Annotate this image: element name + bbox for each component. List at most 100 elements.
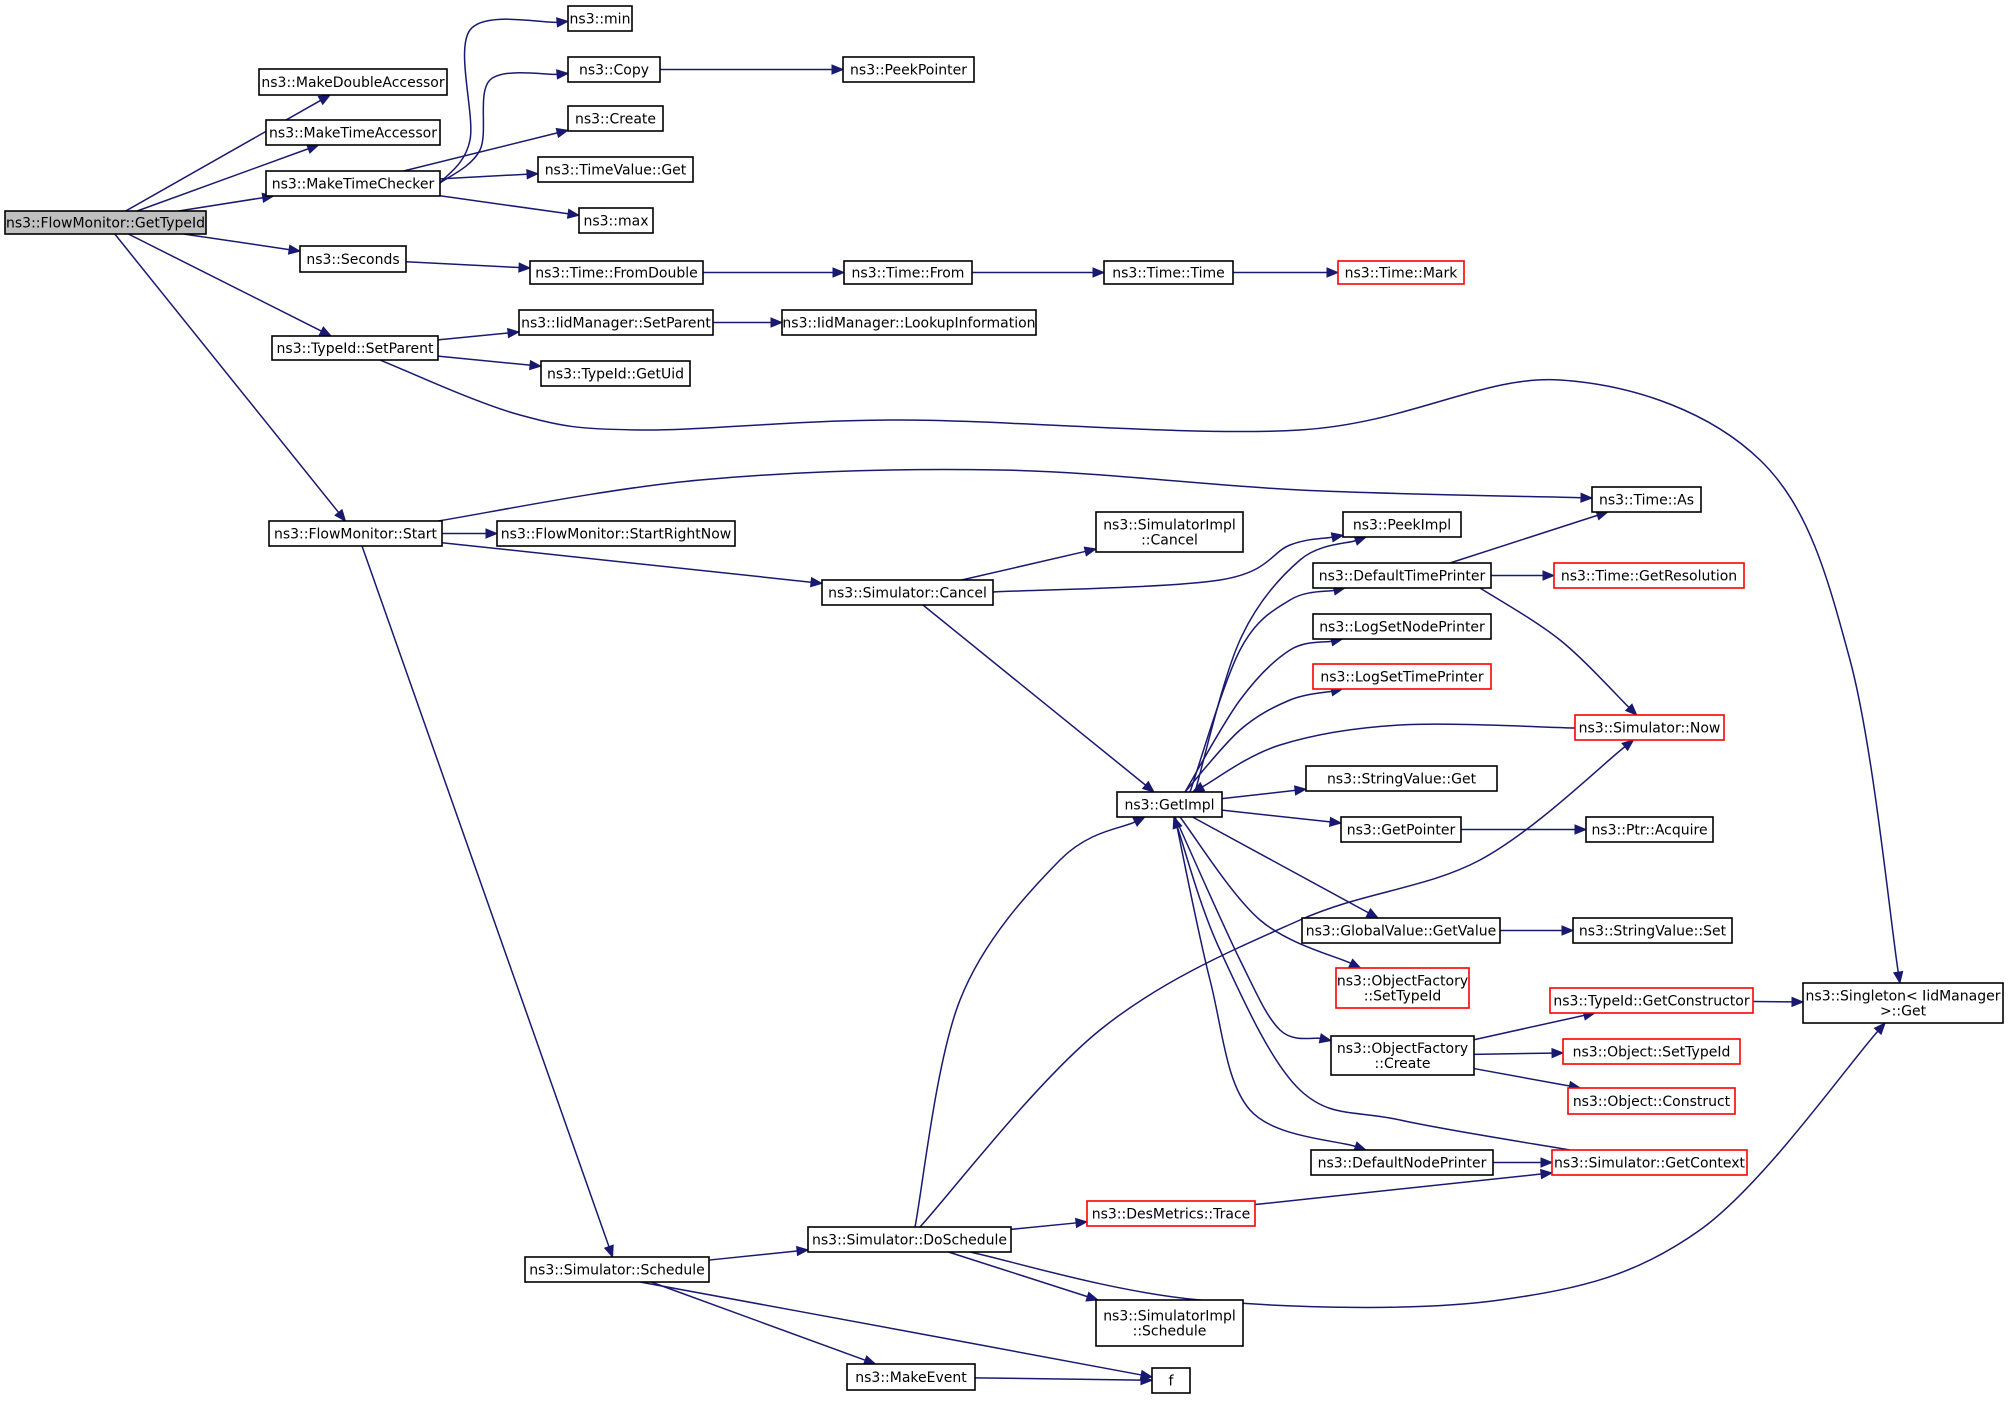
- node-mark[interactable]: ns3::Time::Mark: [1337, 260, 1465, 285]
- node-logsetnode[interactable]: ns3::LogSetNodePrinter: [1312, 613, 1492, 640]
- node-label: ns3::PeekPointer: [850, 63, 967, 79]
- node-getpointer[interactable]: ns3::GetPointer: [1340, 816, 1462, 843]
- node-box: [1802, 982, 2004, 1024]
- node-label: ::Cancel: [1141, 533, 1198, 549]
- edge-line: [708, 1250, 798, 1261]
- node-simnow[interactable]: ns3::Simulator::Now: [1574, 714, 1725, 741]
- edge-line: [919, 746, 1626, 1228]
- node-simcancel[interactable]: ns3::Simulator::Cancel: [821, 579, 994, 606]
- node-box: [537, 156, 694, 183]
- edge-arrowhead: [485, 528, 499, 539]
- node-doschedule[interactable]: ns3::Simulator::DoSchedule: [807, 1226, 1012, 1253]
- node-singleton[interactable]: ns3::Singleton< IidManager >::Get: [1802, 982, 2004, 1024]
- node-box: [1549, 987, 1754, 1014]
- node-copy[interactable]: ns3::Copy: [567, 56, 661, 83]
- edge-seconds-to-fromdouble: [405, 260, 532, 273]
- node-box: [265, 170, 441, 197]
- node-mktimeacc[interactable]: ns3::MakeTimeAccessor: [265, 119, 441, 146]
- node-defnodeprinter[interactable]: ns3::DefaultNodePrinter: [1310, 1149, 1494, 1176]
- node-svset[interactable]: ns3::StringValue::Set: [1572, 917, 1733, 944]
- node-box: [496, 520, 736, 547]
- edge-line: [1174, 816, 1356, 1148]
- node-tsetparent[interactable]: ns3::TypeId::SetParent: [271, 335, 439, 361]
- edge-mktimechk-to-max: [439, 194, 581, 219]
- node-tvget[interactable]: ns3::TimeValue::Get: [537, 156, 694, 183]
- node-box: [567, 5, 633, 32]
- node-label: ns3::Create: [575, 112, 656, 128]
- node-label: >::Get: [1880, 1004, 1927, 1020]
- edge-line: [914, 821, 1136, 1228]
- edge-arrowhead: [317, 94, 332, 106]
- edge-schedule-to-makeevent: [650, 1281, 877, 1365]
- edge-simcancel-to-peekimpl: [992, 532, 1345, 593]
- node-lookup[interactable]: ns3::IidManager::LookupInformation: [781, 309, 1037, 336]
- node-fromdouble[interactable]: ns3::Time::FromDouble: [529, 260, 704, 285]
- node-max[interactable]: ns3::max: [578, 207, 654, 234]
- edge-arrowhead: [1621, 739, 1635, 752]
- node-deftimeprinter[interactable]: ns3::DefaultTimePrinter: [1312, 562, 1492, 589]
- node-min[interactable]: ns3::min: [567, 5, 633, 32]
- node-getuid[interactable]: ns3::TypeId::GetUid: [540, 360, 691, 387]
- node-label: ns3::LogSetNodePrinter: [1319, 620, 1485, 636]
- edge-arrowhead: [796, 1245, 810, 1257]
- edge-getimpl-to-ofcreate: [1174, 816, 1333, 1044]
- edge-line: [1192, 816, 1369, 914]
- edge-line: [1254, 1173, 1542, 1206]
- node-objsettypeid[interactable]: ns3::Object::SetTypeId: [1562, 1038, 1741, 1065]
- node-simimplschedule[interactable]: ns3::SimulatorImpl::Schedule: [1095, 1299, 1244, 1347]
- edge-arrowhead: [1540, 1157, 1554, 1168]
- edge-start-to-schedule: [361, 545, 614, 1259]
- edge-arrowhead: [556, 17, 570, 28]
- node-label: ns3::Simulator::GetContext: [1554, 1156, 1746, 1172]
- node-ofcreate[interactable]: ns3::ObjectFactory::Create: [1330, 1035, 1475, 1076]
- node-getres[interactable]: ns3::Time::GetResolution: [1553, 562, 1745, 589]
- node-box: [1312, 663, 1492, 690]
- edge-arrowhead: [566, 208, 581, 219]
- edge-tsetparent-to-getuid: [437, 355, 543, 371]
- node-label: ns3::MakeTimeChecker: [272, 177, 435, 193]
- node-box: [1330, 1035, 1475, 1076]
- node-startnow[interactable]: ns3::FlowMonitor::StartRightNow: [496, 520, 736, 547]
- node-ofsettypeid[interactable]: ns3::ObjectFactory::SetTypeId: [1335, 967, 1470, 1009]
- node-start[interactable]: ns3::FlowMonitor::Start: [268, 520, 443, 547]
- node-seconds[interactable]: ns3::Seconds: [299, 245, 407, 273]
- node-mktimechk[interactable]: ns3::MakeTimeChecker: [265, 170, 441, 197]
- node-label: ns3::FlowMonitor::GetTypeId: [6, 216, 205, 232]
- edge-schedule-to-doschedule: [708, 1245, 810, 1261]
- edge-arrowhead: [1083, 546, 1098, 557]
- edge-line: [439, 72, 558, 184]
- node-label: ns3::IidManager::SetParent: [521, 316, 711, 332]
- node-mkdouble[interactable]: ns3::MakeDoubleAccessor: [258, 68, 448, 96]
- edge-arrowhead: [1191, 781, 1206, 793]
- node-iidsetparent[interactable]: ns3::IidManager::SetParent: [518, 309, 714, 336]
- node-destrace[interactable]: ns3::DesMetrics::Trace: [1086, 1200, 1256, 1227]
- node-getctor[interactable]: ns3::TypeId::GetConstructor: [1549, 987, 1754, 1014]
- node-box: [843, 260, 973, 285]
- node-label: ns3::IidManager::LookupInformation: [782, 316, 1035, 332]
- node-gvgetvalue[interactable]: ns3::GlobalValue::GetValue: [1301, 917, 1501, 944]
- node-makeevent[interactable]: ns3::MakeEvent: [846, 1363, 976, 1391]
- edge-mktimechk-to-min: [439, 17, 570, 184]
- edge-arrowhead: [1624, 703, 1638, 716]
- edge-arrowhead: [1293, 785, 1308, 796]
- node-svget[interactable]: ns3::StringValue::Get: [1305, 765, 1498, 792]
- node-peekimpl[interactable]: ns3::PeekImpl: [1342, 511, 1462, 538]
- edge-arrowhead: [556, 69, 570, 80]
- node-from[interactable]: ns3::Time::From: [843, 260, 973, 285]
- node-timeas[interactable]: ns3::Time::As: [1591, 486, 1702, 513]
- node-getimpl[interactable]: ns3::GetImpl: [1116, 791, 1223, 818]
- node-label: ns3::GetPointer: [1347, 823, 1456, 839]
- node-schedule[interactable]: ns3::Simulator::Schedule: [524, 1256, 710, 1283]
- node-objconstruct[interactable]: ns3::Object::Construct: [1567, 1087, 1736, 1115]
- node-peekptr[interactable]: ns3::PeekPointer: [842, 56, 975, 83]
- node-simgetctx[interactable]: ns3::Simulator::GetContext: [1551, 1149, 1748, 1176]
- edge-arrowhead: [1542, 570, 1556, 581]
- node-timetime[interactable]: ns3::Time::Time: [1103, 260, 1234, 285]
- node-simimplcancel[interactable]: ns3::SimulatorImpl::Cancel: [1095, 511, 1244, 553]
- node-ptracquire[interactable]: ns3::Ptr::Acquire: [1585, 816, 1714, 843]
- node-logsettime[interactable]: ns3::LogSetTimePrinter: [1312, 663, 1492, 690]
- node-f[interactable]: f: [1151, 1367, 1191, 1394]
- node-create[interactable]: ns3::Create: [567, 105, 664, 132]
- node-root[interactable]: ns3::FlowMonitor::GetTypeId: [4, 210, 207, 235]
- edge-getpointer-to-ptracquire: [1461, 824, 1588, 835]
